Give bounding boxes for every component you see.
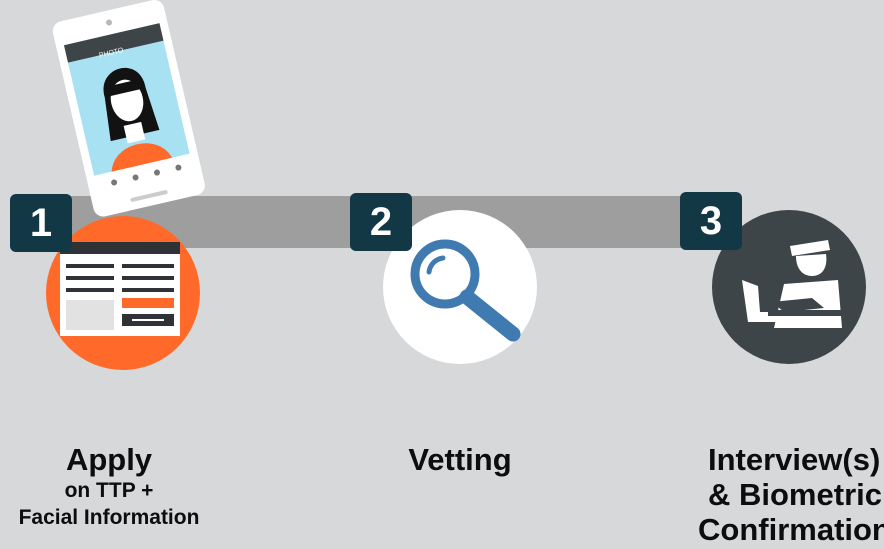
step-2-badge: 2 bbox=[350, 193, 412, 251]
step-3-title-1: Interview(s) bbox=[708, 442, 881, 477]
phone-selfie-icon: PHOTO bbox=[52, 0, 205, 217]
step-3-title-2: & Biometric bbox=[708, 477, 882, 512]
step-3-title-3: Confirmation bbox=[698, 512, 884, 547]
step-3-label: Interview(s) & Biometric Confirmation bbox=[690, 442, 884, 547]
step-3-badge: 3 bbox=[680, 192, 742, 250]
step-2-title: Vetting bbox=[408, 442, 512, 477]
officer-desk-icon bbox=[742, 240, 846, 328]
step-1-badge: 1 bbox=[10, 194, 72, 252]
step-1-subtitle-1: on TTP + bbox=[64, 479, 154, 502]
step-2-label: Vetting bbox=[360, 442, 560, 477]
step-1-label: Apply on TTP + Facial Information bbox=[0, 442, 218, 531]
step-1-subtitle-2: Facial Information bbox=[18, 506, 200, 529]
magnifier-icon bbox=[410, 239, 521, 342]
application-form-icon bbox=[60, 242, 180, 336]
step-1-title: Apply bbox=[65, 442, 153, 477]
interview-circle bbox=[712, 210, 866, 364]
